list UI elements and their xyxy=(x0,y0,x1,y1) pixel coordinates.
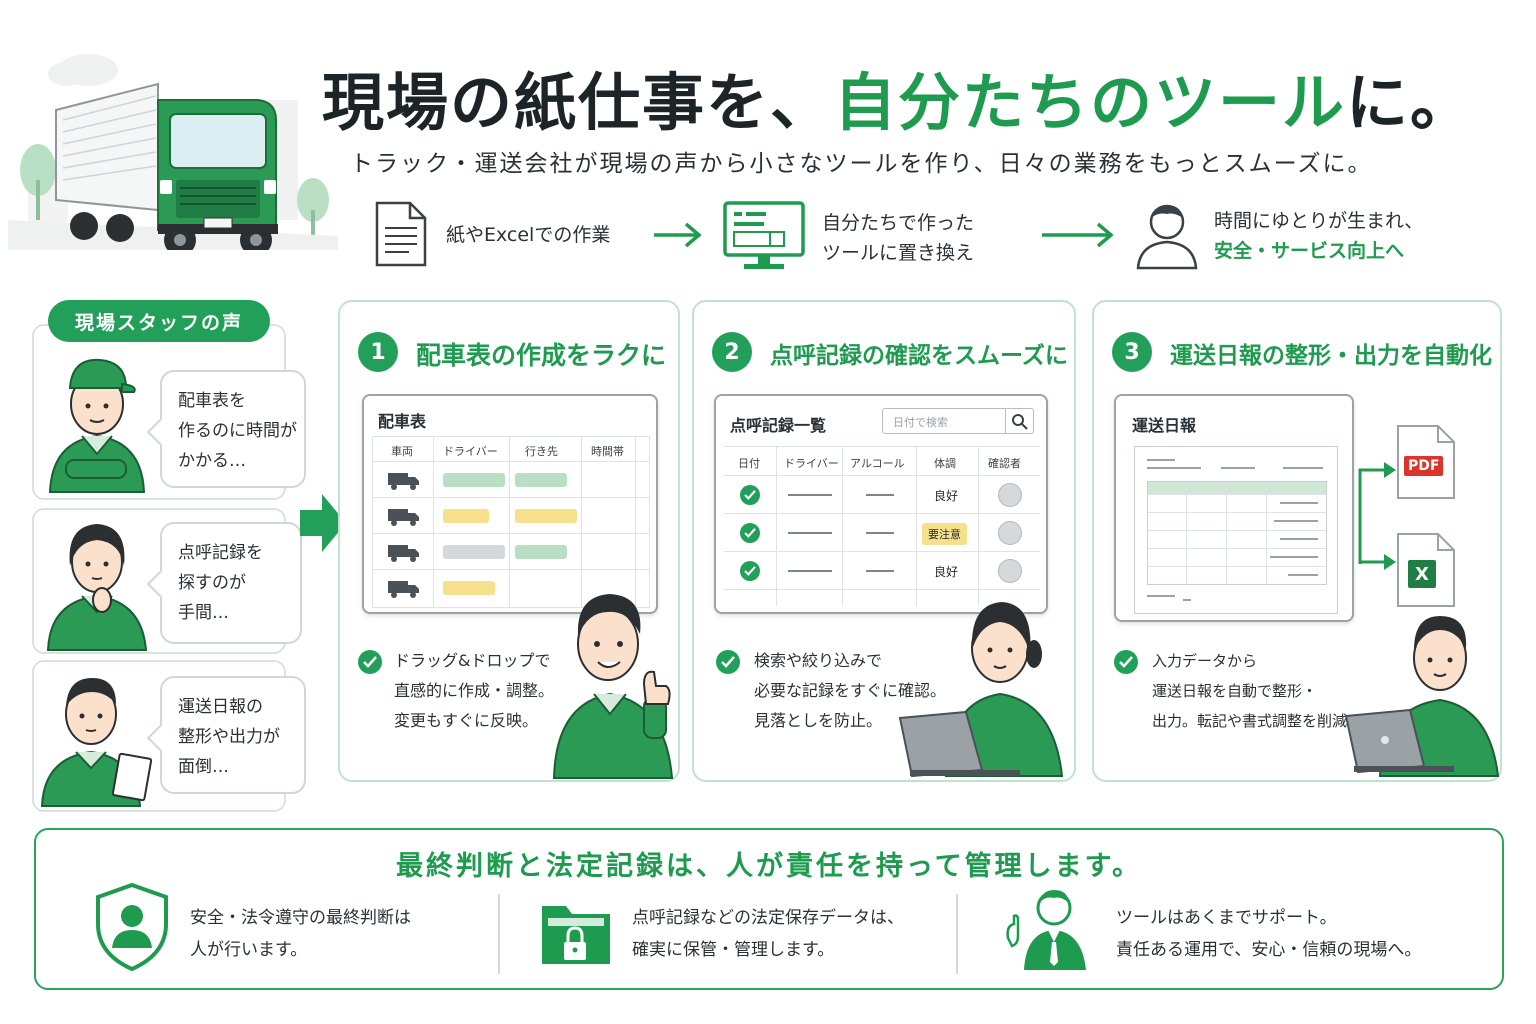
worker-avatar xyxy=(48,358,146,493)
monitor-icon xyxy=(723,201,805,269)
worker-avatar xyxy=(40,678,153,807)
panel-title: 運送日報 xyxy=(1132,416,1197,435)
schedule-block[interactable] xyxy=(443,473,505,487)
export-arrows-icon xyxy=(1358,462,1396,570)
check-icon xyxy=(716,650,740,674)
step-number: 1 xyxy=(358,332,398,372)
status-badge-warning: 要注意 xyxy=(922,523,967,545)
panel-title: 配車表 xyxy=(378,412,427,431)
search-input[interactable]: 日付で検索 xyxy=(893,416,948,429)
check-icon xyxy=(358,650,382,674)
divider xyxy=(956,894,958,974)
responsibility-section: 最終判断と法定記録は、人が責任を持って管理します。 安全・法令遵守の最終判断は … xyxy=(34,828,1504,990)
step-number: 2 xyxy=(712,332,752,372)
worker-laptop-illustration xyxy=(1344,616,1500,777)
document-icon xyxy=(375,201,427,267)
card-title: 配車表の作成をラクに xyxy=(416,341,667,370)
worker-avatar xyxy=(46,524,148,651)
column-header: 確認者 xyxy=(988,457,1021,470)
worker-laptop-illustration xyxy=(898,602,1064,778)
truck-icon xyxy=(388,473,419,490)
card-description: 検索や絞り込みで 必要な記録をすぐに確認。 見落としを防止。 xyxy=(754,651,947,730)
panel-title: 点呼記録一覧 xyxy=(730,416,827,435)
responsibility-text: 点呼記録などの法定保存データは、 確実に保管・管理します。 xyxy=(632,908,904,960)
dispatch-table: 車両 ドライバー 行き先 時間帯 xyxy=(372,436,650,608)
card-title: 点呼記録の確認をスムーズに xyxy=(770,343,1068,369)
shield-person-icon xyxy=(96,882,168,972)
rollcall-list-panel: 点呼記録一覧 日付で検索 日付 ドライバー アルコール 体調 確認者 良好 要注… xyxy=(714,394,1048,614)
arrow-right-icon xyxy=(1042,222,1114,248)
avatar xyxy=(998,483,1022,507)
truck-icon xyxy=(388,581,419,598)
step-number: 3 xyxy=(1112,332,1152,372)
schedule-block[interactable] xyxy=(443,509,489,523)
worker-thumbs-up-illustration xyxy=(552,594,674,779)
schedule-block[interactable] xyxy=(515,473,567,487)
section-title: 最終判断と法定記録は、人が責任を持って管理します。 xyxy=(396,851,1142,882)
rollcall-table: 日付 ドライバー アルコール 体調 確認者 良好 要注意 良好 xyxy=(724,446,1040,606)
check-icon xyxy=(740,561,760,581)
schedule-block[interactable] xyxy=(515,509,577,523)
flow-step-tool: 自分たちで作った ツールに置き換え xyxy=(822,212,975,264)
divider xyxy=(498,894,500,974)
dispatch-table-panel: 配車表 車両 ドライバー 行き先 時間帯 xyxy=(362,394,658,614)
card-description: 入力データから 運送日報を自動で整形・ 出力。転記や書式調整を削減。 xyxy=(1152,652,1363,730)
schedule-block[interactable] xyxy=(515,545,567,559)
column-header: 日付 xyxy=(738,457,760,470)
column-header: 体調 xyxy=(934,457,956,470)
avatar xyxy=(998,559,1022,583)
flow-step-paper: 紙やExcelでの作業 xyxy=(446,224,611,246)
voice-bubble: 運送日報の 整形や出力が 面倒… xyxy=(160,676,306,794)
column-header: アルコール xyxy=(850,457,905,470)
search-icon[interactable] xyxy=(1011,413,1029,431)
voice-bubble: 配車表を 作るのに時間が かかる… xyxy=(160,370,306,488)
flow-step-result: 時間にゆとりが生まれ、 安全・サービス向上へ xyxy=(1214,210,1424,262)
status-label: 良好 xyxy=(934,489,959,503)
voice-bubble: 点呼記録を 探すのが 手間… xyxy=(160,522,302,644)
card-title: 運送日報の整形・出力を自動化 xyxy=(1170,343,1492,369)
arrow-right-icon xyxy=(300,494,346,552)
avatar xyxy=(998,521,1022,545)
schedule-block[interactable] xyxy=(443,545,505,559)
responsibility-text: 安全・法令遵守の最終判断は 人が行います。 xyxy=(190,908,411,960)
truck-illustration xyxy=(8,54,338,250)
truck-icon xyxy=(388,545,419,562)
page-subtitle: トラック・運送会社が現場の声から小さなツールを作り、日々の業務をもっとスムーズに… xyxy=(350,151,1373,177)
card-description: ドラッグ&ドロップで 直感的に作成・調整。 変更もすぐに反映。 xyxy=(394,651,555,730)
column-header: ドライバー xyxy=(443,445,498,458)
folder-lock-icon xyxy=(542,906,610,964)
staff-voice-tag: 現場スタッフの声 xyxy=(48,300,270,342)
column-header: 時間帯 xyxy=(591,445,624,458)
status-label: 良好 xyxy=(934,565,959,579)
manager-person-icon xyxy=(1006,890,1086,970)
column-header: ドライバー xyxy=(784,457,839,470)
check-icon xyxy=(740,523,760,543)
responsibility-text: ツールはあくまでサポート。 責任ある運用で、安心・信頼の現場へ。 xyxy=(1116,908,1422,960)
daily-report-panel: 運送日報 xyxy=(1114,394,1354,622)
report-sheet xyxy=(1134,446,1338,614)
column-header: 車両 xyxy=(391,445,413,458)
search-box[interactable]: 日付で検索 xyxy=(882,408,1034,434)
arrow-right-icon xyxy=(654,222,702,248)
excel-file-icon: X xyxy=(1396,532,1456,608)
schedule-block[interactable] xyxy=(443,581,495,595)
truck-icon xyxy=(388,509,419,526)
page-title: 現場の紙仕事を、自分たちのツールに。 xyxy=(322,66,1475,139)
column-header: 行き先 xyxy=(525,445,558,458)
check-icon xyxy=(740,485,760,505)
check-icon xyxy=(1114,650,1138,674)
pdf-file-icon: PDF xyxy=(1396,424,1456,500)
person-icon xyxy=(1136,204,1198,270)
report-grid xyxy=(1147,481,1327,585)
